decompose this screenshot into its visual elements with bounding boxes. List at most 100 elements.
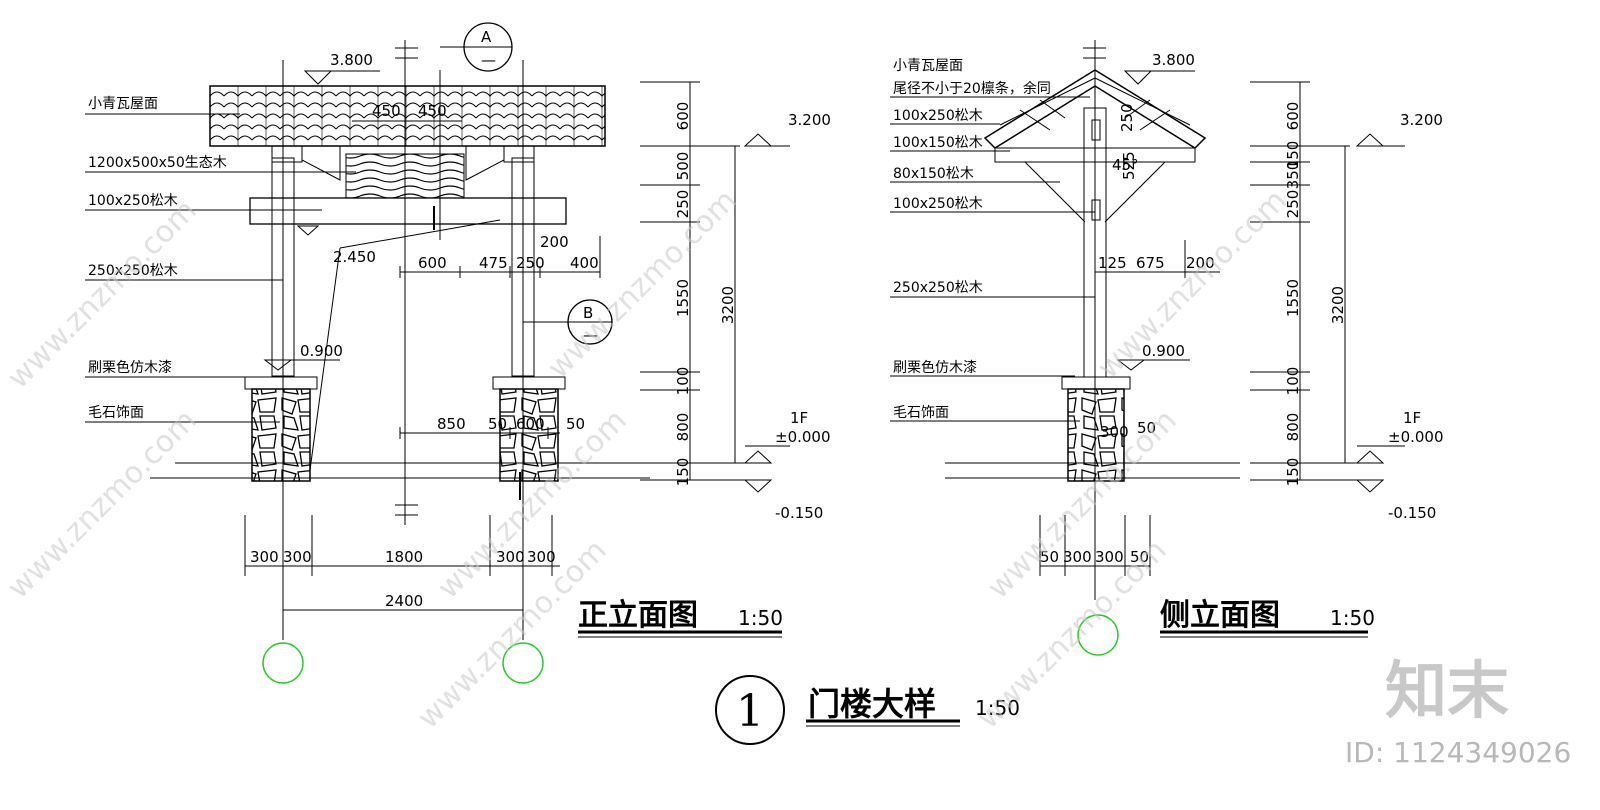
watermark-logo: 知末 [1385,654,1509,727]
front-dimensions: 3.800 2.450 0.900 3.200 1F ±0.000 -0.150… [250,28,831,610]
side-vdim-800: 800 [1284,413,1302,442]
elev-marker-3200 [743,133,773,147]
side-bottom-dim-4: 50 [1130,548,1149,566]
side-beam-dim-2: 675 [1136,254,1165,272]
side-label-4: 100x250松木 [893,196,983,212]
side-vdim-150b: 150 [1284,458,1302,487]
front-label-column: 250x250松木 [88,263,178,279]
front-floor: 1F [790,409,808,427]
side-stone-base [1067,388,1125,482]
axis-circle-1 [262,642,304,684]
side-label-column: 250x250松木 [893,280,983,296]
side-bottom-dim-3: 300 [1095,548,1124,566]
side-total-height: 3200 [1329,286,1347,324]
front-elev-base: 0.900 [300,342,343,360]
front-stone-base-left [251,388,311,482]
side-vdim-600: 600 [1284,102,1302,131]
side-beam-dim-3: 200 [1186,254,1215,272]
front-beam-dim-2: 475 [479,254,508,272]
front-elev-beam: 2.450 [333,248,376,266]
detail-title: 门楼大样 [808,685,936,723]
side-elev-marker-0000 [1355,450,1385,464]
front-dim-200: 200 [540,233,569,251]
front-beam-dim-4: 400 [570,254,599,272]
front-beam-dim-1: 600 [418,254,447,272]
watermark-url-7: www.znzmo.com [1091,183,1294,386]
side-vdim-150: 150 [1284,141,1302,170]
front-vdim-1550: 1550 [674,279,692,317]
side-elev-marker-3200 [1355,133,1385,147]
front-top-dim-2: 450 [418,102,447,120]
front-elevation [85,22,790,684]
side-scale: 1:50 [1330,606,1375,630]
axis-circle-side [1077,614,1119,656]
side-label-1: 100x250松木 [893,108,983,124]
side-elev-marker-3800 [1123,70,1153,85]
side-labels: 小青瓦屋面 尾径不小于20檩条，余同 100x250松木 100x150松木 8… [893,58,1051,421]
watermark-url-5: www.znzmo.com [541,183,744,386]
side-dimensions: 3.800 3.200 0.900 1F ±0.000 -0.150 250 5… [1040,51,1444,566]
front-elev-ground: -0.150 [775,504,823,522]
axis-circle-2 [502,642,544,684]
side-beam-dim-1: 125 [1098,254,1127,272]
side-floor: 1F [1403,409,1421,427]
front-elev-top: 3.800 [330,51,373,69]
front-label-roof: 小青瓦屋面 [88,96,158,112]
front-bottom-dim-1: 300 [250,548,279,566]
front-beam [249,197,567,225]
front-beam-dim-3: 250 [516,254,545,272]
detail-title-block [715,675,960,745]
side-inner-angle: 45° [1112,156,1139,174]
side-elevation [890,40,1405,656]
front-base-dim-3: 600 [516,415,545,433]
side-inner-525: 525 [1120,151,1138,180]
front-roof-tiles [209,85,606,147]
side-elev-eave: 3.200 [1400,111,1443,129]
front-bottom-dim-3: 1800 [385,548,423,566]
front-label-panel: 1200x500x50生态木 [88,155,227,171]
side-inner-250: 250 [1118,103,1136,132]
front-vdim-250: 250 [674,190,692,219]
front-elev-eave: 3.200 [788,111,831,129]
front-vdim-100: 100 [674,367,692,396]
side-label-2: 100x150松木 [893,135,983,151]
front-scale: 1:50 [738,606,783,630]
detail-scale: 1:50 [975,696,1020,720]
front-bottom-dim-2: 300 [283,548,312,566]
front-title: 正立面图 [578,598,698,633]
detail-number: 1 [736,686,764,737]
front-label-stone: 毛石饰面 [88,405,144,421]
front-vdim-800: 800 [674,413,692,442]
section-b-label: B [583,304,593,322]
front-vdim-500: 500 [674,152,692,181]
side-elev-base: 0.900 [1142,342,1185,360]
section-a-dash: — [481,51,496,69]
front-bottom-dim-5: 300 [527,548,556,566]
side-label-3: 80x150松木 [893,166,974,182]
side-label-stone: 毛石饰面 [893,405,949,421]
side-vdim-250: 250 [1284,190,1302,219]
side-bottom-dim-2: 300 [1063,548,1092,566]
front-base-dim-4: 50 [566,415,585,433]
front-base-dim-1: 850 [437,415,466,433]
elev-marker-0150 [743,479,773,493]
side-vdim-350: 350 [1284,161,1302,190]
side-label-paint: 刷栗色仿木漆 [893,359,977,376]
side-label-purlin: 尾径不小于20檩条，余同 [893,80,1051,97]
side-vdim-1550: 1550 [1284,279,1302,317]
front-top-dim-1: 450 [372,102,401,120]
front-base-dim-2: 50 [488,415,507,433]
front-vdim-600: 600 [674,102,692,131]
section-a-label: A [481,28,492,46]
side-elev-ground: -0.150 [1388,504,1436,522]
front-vertical-dims: 600 500 250 1550 100 800 150 3200 [674,102,737,487]
side-vertical-dims: 600 150 350 250 1550 100 800 150 3200 [1284,102,1347,487]
watermark-id: ID: 1124349026 [1345,736,1571,769]
side-vdim-100: 100 [1284,367,1302,396]
side-base-dim-1: 300 [1100,423,1129,441]
elev-marker-2450 [296,225,320,236]
detail-number-circle [715,675,785,745]
side-title: 侧立面图 [1160,598,1280,633]
front-total-width: 2400 [385,592,423,610]
